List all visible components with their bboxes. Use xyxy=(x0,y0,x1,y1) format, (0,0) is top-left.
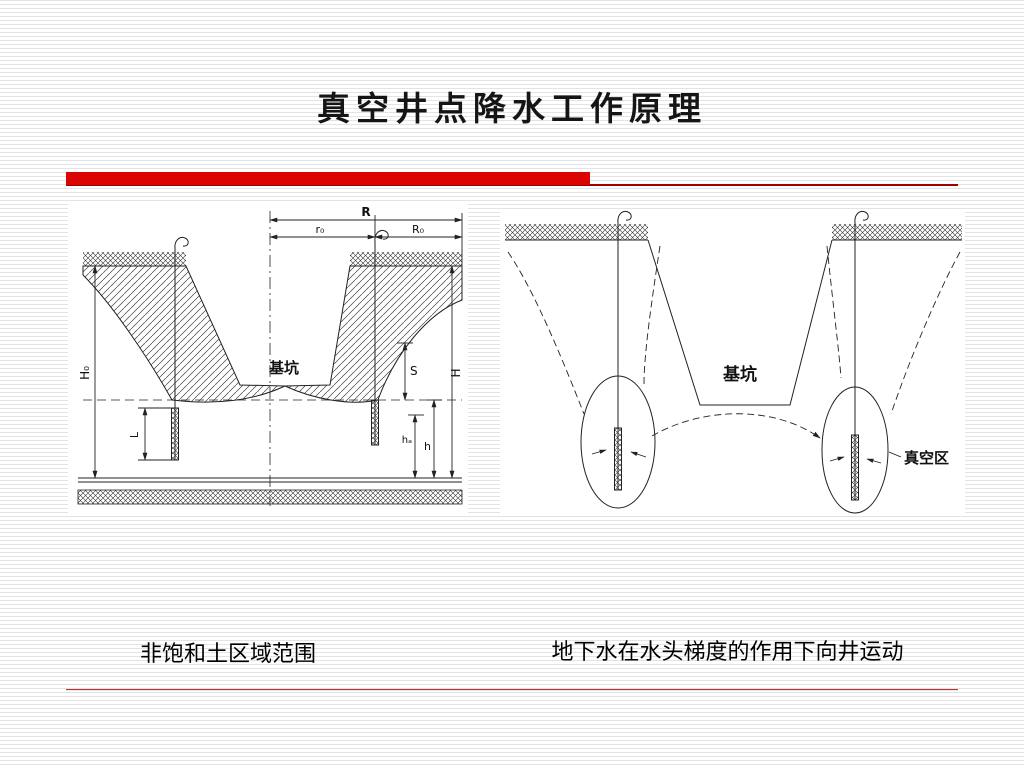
pit-label: 基坑 xyxy=(722,364,757,385)
dim-label-S: S xyxy=(410,364,418,378)
figure-unsaturated-zone: R r₀ R₀ 基坑 H₀ L S H hₐ h xyxy=(68,203,468,513)
dim-label-ha: hₐ xyxy=(402,435,412,446)
dimension-lines xyxy=(92,213,463,479)
vacuum-zone-label: 真空区 xyxy=(904,449,949,467)
dim-label-r0: r₀ xyxy=(316,223,326,236)
figure-groundwater-flow: 基坑 真空区 xyxy=(500,210,965,515)
drawdown-dashed-curves xyxy=(507,245,961,439)
accent-bar-thick xyxy=(66,172,590,185)
bottom-divider xyxy=(66,689,958,691)
dim-label-L: L xyxy=(128,431,141,438)
dim-label-R0: R₀ xyxy=(412,223,425,236)
pit-outline xyxy=(647,239,833,406)
ground-surface-hatch xyxy=(83,252,462,267)
well-point-left xyxy=(171,237,189,461)
dim-label-h: h xyxy=(424,440,431,453)
caption-left: 非饱和土区域范围 xyxy=(139,642,316,667)
pit-label: 基坑 xyxy=(268,359,299,377)
dim-label-H0: H₀ xyxy=(78,366,92,380)
diagram-groundwater-flow: 基坑 真空区 xyxy=(505,211,962,514)
diagram-unsaturated-zone: R r₀ R₀ 基坑 H₀ L S H hₐ h xyxy=(77,205,463,506)
well-point-left xyxy=(614,211,632,491)
caption-right: 地下水在水头梯度的作用下向井运动 xyxy=(551,640,904,665)
slide-title: 真空井点降水工作原理 xyxy=(317,89,707,128)
vacuum-zone-leader xyxy=(888,451,902,458)
accent-bar-line xyxy=(66,184,958,186)
ground-surface-hatch xyxy=(505,224,962,241)
accent-bar xyxy=(66,172,958,186)
well-point-right xyxy=(851,211,869,501)
dim-label-H: H xyxy=(449,368,463,377)
dim-label-R: R xyxy=(361,205,370,219)
